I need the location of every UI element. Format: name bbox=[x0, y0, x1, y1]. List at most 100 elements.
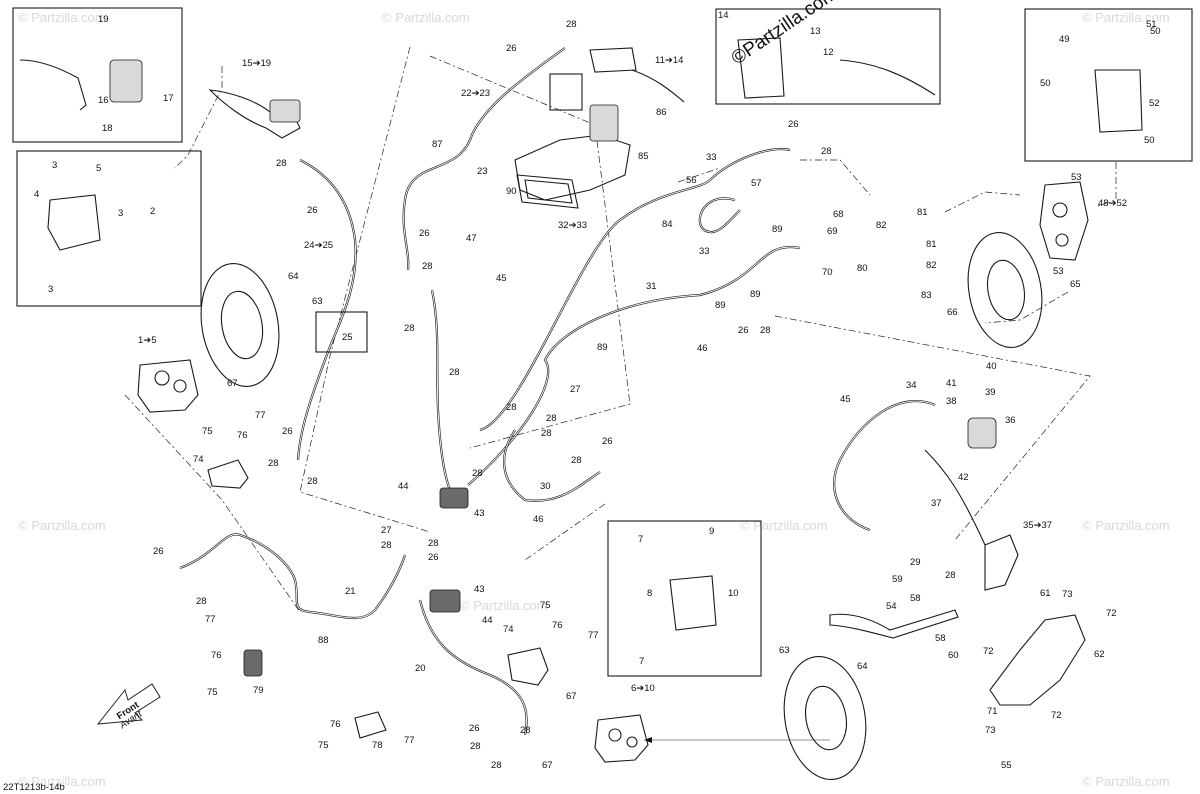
callout-label: 28 bbox=[945, 570, 956, 581]
callout-label: 45 bbox=[840, 394, 851, 405]
callout-label: 76 bbox=[237, 430, 248, 441]
callout-label: 26 bbox=[788, 119, 799, 130]
watermark-text: © Partzilla.com bbox=[1082, 10, 1170, 25]
callout-label: 76 bbox=[330, 719, 341, 730]
callout-label: 48➔52 bbox=[1098, 198, 1127, 209]
callout-label: 28 bbox=[541, 428, 552, 439]
callout-label: 66 bbox=[947, 307, 958, 318]
callout-label: 12 bbox=[823, 47, 834, 58]
callout-label: 57 bbox=[751, 178, 762, 189]
callout-label: 78 bbox=[372, 740, 383, 751]
callout-label: 44 bbox=[398, 481, 409, 492]
callout-label: 87 bbox=[432, 139, 443, 150]
callout-label: 89 bbox=[772, 224, 783, 235]
callout-label: 41 bbox=[946, 378, 957, 389]
callout-label: 45 bbox=[496, 273, 507, 284]
callout-label: 74 bbox=[193, 454, 204, 465]
callout-label: 83 bbox=[921, 290, 932, 301]
callout-label: 67 bbox=[566, 691, 577, 702]
callout-label: 9 bbox=[709, 526, 714, 537]
callout-label: 75 bbox=[318, 740, 329, 751]
callout-label: 44 bbox=[482, 615, 493, 626]
front-direction-arrow: Front Avant bbox=[96, 683, 161, 732]
callout-label: 90 bbox=[506, 186, 517, 197]
callout-label: 31 bbox=[646, 281, 657, 292]
callout-label: 28 bbox=[472, 468, 483, 479]
callout-label: 33 bbox=[699, 246, 710, 257]
callout-label: 27 bbox=[381, 525, 392, 536]
callout-label: 58 bbox=[910, 593, 921, 604]
watermarks: © Partzilla.com © Partzilla.com © Partzi… bbox=[18, 10, 1170, 789]
callout-label: 18 bbox=[102, 123, 113, 134]
callout-label: 26 bbox=[602, 436, 613, 447]
callout-label: 88 bbox=[318, 635, 329, 646]
callout-label: 19 bbox=[98, 14, 109, 25]
callout-label: 69 bbox=[827, 226, 838, 237]
callout-label: 46 bbox=[533, 514, 544, 525]
callout-label: 8 bbox=[647, 588, 652, 599]
callout-label: 75 bbox=[540, 600, 551, 611]
callout-label: 62 bbox=[1094, 649, 1105, 660]
callout-label: 64 bbox=[288, 271, 299, 282]
callout-label: 32➔33 bbox=[558, 220, 587, 231]
callout-label: 52 bbox=[1149, 98, 1160, 109]
callout-label: 26 bbox=[506, 43, 517, 54]
callout-label: 53 bbox=[1071, 172, 1082, 183]
callout-label: 28 bbox=[821, 146, 832, 157]
callout-label: 37 bbox=[931, 498, 942, 509]
callout-label: 35➔37 bbox=[1023, 520, 1052, 531]
callout-label: 89 bbox=[597, 342, 608, 353]
callout-label: 28 bbox=[276, 158, 287, 169]
drawing-reference: 22T1213b-14b bbox=[3, 782, 65, 793]
callout-label: 10 bbox=[728, 588, 739, 599]
callout-label: 67 bbox=[542, 760, 553, 771]
callout-label: 1➔5 bbox=[138, 335, 157, 346]
callout-label: 86 bbox=[656, 107, 667, 118]
callout-label: 72 bbox=[1051, 710, 1062, 721]
callout-label: 26 bbox=[469, 723, 480, 734]
callout-label: 26 bbox=[307, 205, 318, 216]
callout-label: 67 bbox=[227, 378, 238, 389]
callout-label: 51 bbox=[1146, 19, 1157, 30]
callout-label: 7 bbox=[639, 656, 644, 667]
callout-label: 28 bbox=[428, 538, 439, 549]
callout-label: 50 bbox=[1144, 135, 1155, 146]
callout-label: 43 bbox=[474, 508, 485, 519]
callout-label: 50 bbox=[1150, 26, 1161, 37]
callout-label: 74 bbox=[503, 624, 514, 635]
callout-label: 2 bbox=[150, 206, 155, 217]
callout-label: 73 bbox=[1062, 589, 1073, 600]
reference-lines bbox=[124, 46, 1117, 743]
components bbox=[19, 37, 1143, 781]
callout-label: 36 bbox=[1005, 415, 1016, 426]
callout-label: 4 bbox=[34, 189, 39, 200]
callout-label: 81 bbox=[926, 239, 937, 250]
callout-label: 42 bbox=[958, 472, 969, 483]
callout-label: 58 bbox=[935, 633, 946, 644]
callout-label: 47 bbox=[466, 233, 477, 244]
callout-label: 5 bbox=[96, 163, 101, 174]
callout-label: 14 bbox=[718, 10, 729, 21]
callout-label: 28 bbox=[268, 458, 279, 469]
callout-label: 80 bbox=[857, 263, 868, 274]
callout-label: 79 bbox=[253, 685, 264, 696]
callout-label: 29 bbox=[910, 557, 921, 568]
callout-label: 73 bbox=[985, 725, 996, 736]
callout-label: 63 bbox=[779, 645, 790, 656]
callout-label: 11➔14 bbox=[655, 55, 683, 66]
callout-label: 60 bbox=[948, 650, 959, 661]
callout-label: 27 bbox=[570, 384, 581, 395]
callout-label: 7 bbox=[638, 534, 643, 545]
callout-label: 3 bbox=[118, 208, 123, 219]
callout-label: 28 bbox=[422, 261, 433, 272]
callout-label: 75 bbox=[202, 426, 213, 437]
callout-label: 22➔23 bbox=[461, 88, 490, 99]
callout-label: 53 bbox=[1053, 266, 1064, 277]
callout-label: 54 bbox=[886, 601, 897, 612]
callout-label: 28 bbox=[196, 596, 207, 607]
callout-label: 26 bbox=[738, 325, 749, 336]
watermark-text: © Partzilla.com bbox=[382, 10, 470, 25]
callout-label: 81 bbox=[917, 207, 928, 218]
